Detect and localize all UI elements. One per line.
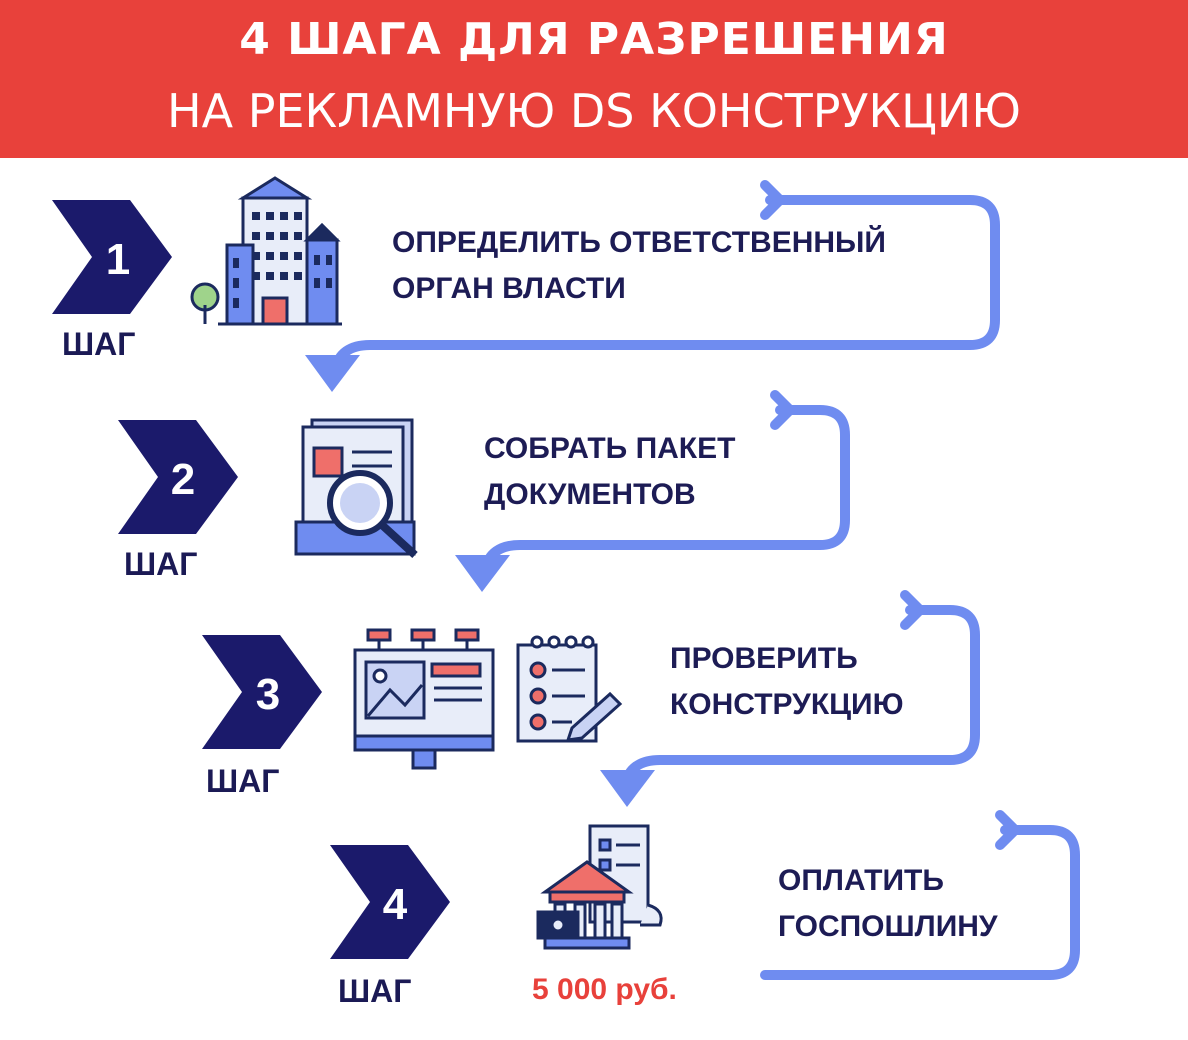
connector-arrow-4 (760, 825, 1080, 980)
step-3-text-line-1: ПРОВЕРИТЬ (670, 642, 858, 675)
svg-text:2: 2 (171, 455, 195, 504)
svg-text:4: 4 (383, 880, 408, 929)
step-2-label: ШАГ (124, 546, 198, 582)
step-2-chevron: 2 (118, 420, 238, 534)
step-1-label: ШАГ (62, 326, 136, 362)
step-1-text-line-1: ОПРЕДЕЛИТЬ ОТВЕТСТВЕННЫЙ (392, 226, 886, 259)
step-3-text: ПРОВЕРИТЬ КОНСТРУКЦИЮ (670, 636, 904, 728)
step-3-label: ШАГ (206, 763, 280, 799)
title-line-1: 4 ШАГА ДЛЯ РАЗРЕШЕНИЯ (239, 14, 949, 65)
step-4-text-line-1: ОПЛАТИТЬ (778, 864, 944, 897)
step-2-text-line-2: ДОКУМЕНТОВ (484, 478, 696, 511)
step-2-text: СОБРАТЬ ПАКЕТ ДОКУМЕНТОВ (484, 426, 735, 518)
office-building-icon (190, 176, 342, 326)
connector-arrow-2 (480, 405, 850, 575)
step-3-chevron: 3 (202, 635, 322, 749)
arrow-head-2 (455, 555, 510, 592)
step-3-text-line-2: КОНСТРУКЦИЮ (670, 688, 904, 721)
svg-text:3: 3 (256, 670, 280, 719)
step-2-text-line-1: СОБРАТЬ ПАКЕТ (484, 432, 736, 465)
arrow-head-1 (305, 355, 360, 392)
step-4-text: ОПЛАТИТЬ ГОСПОШЛИНУ (778, 858, 998, 950)
svg-text:1: 1 (106, 235, 130, 284)
step-1-text: ОПРЕДЕЛИТЬ ОТВЕТСТВЕННЫЙ ОРГАН ВЛАСТИ (392, 220, 886, 312)
step-1-chevron: 1 (52, 200, 172, 314)
step-4-chevron: 4 (330, 845, 450, 959)
title-line-2: НА РЕКЛАМНУЮ DS КОНСТРУКЦИЮ (167, 84, 1021, 138)
header-banner: 4 ШАГА ДЛЯ РАЗРЕШЕНИЯ НА РЕКЛАМНУЮ DS КО… (0, 0, 1188, 158)
arrow-head-3 (600, 770, 655, 807)
connector-arrow-3 (620, 605, 980, 790)
step-4-label: ШАГ (338, 973, 412, 1009)
government-payment-icon (536, 824, 663, 950)
fee-amount: 5 000 руб. (532, 973, 677, 1006)
step-1-text-line-2: ОРГАН ВЛАСТИ (392, 272, 626, 305)
connector-arrow-1 (330, 195, 1000, 375)
document-magnifier-icon (294, 418, 418, 558)
billboard-checklist-icon (353, 628, 623, 770)
step-4-text-line-2: ГОСПОШЛИНУ (778, 910, 998, 943)
